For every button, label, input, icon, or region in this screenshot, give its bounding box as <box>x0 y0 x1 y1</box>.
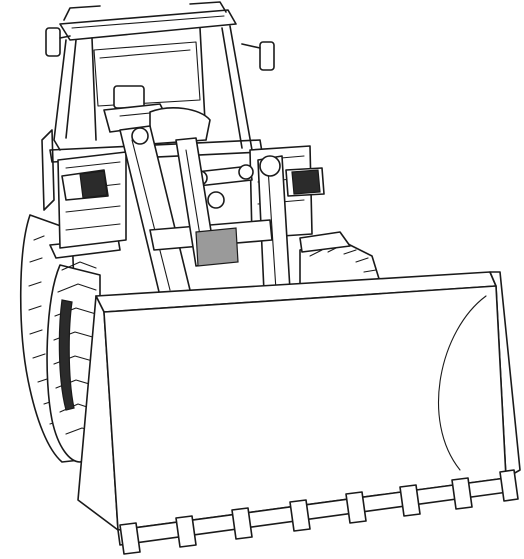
left-mirror <box>45 27 71 57</box>
right-headlight <box>285 167 325 197</box>
right-fender <box>299 231 351 253</box>
dashboard <box>149 107 211 145</box>
left-headlight <box>61 169 109 201</box>
right-mirror <box>241 41 275 71</box>
loader-arms <box>119 125 291 297</box>
bucket-teeth <box>119 469 519 555</box>
right-front-tire <box>299 239 381 289</box>
cab <box>41 1 263 211</box>
